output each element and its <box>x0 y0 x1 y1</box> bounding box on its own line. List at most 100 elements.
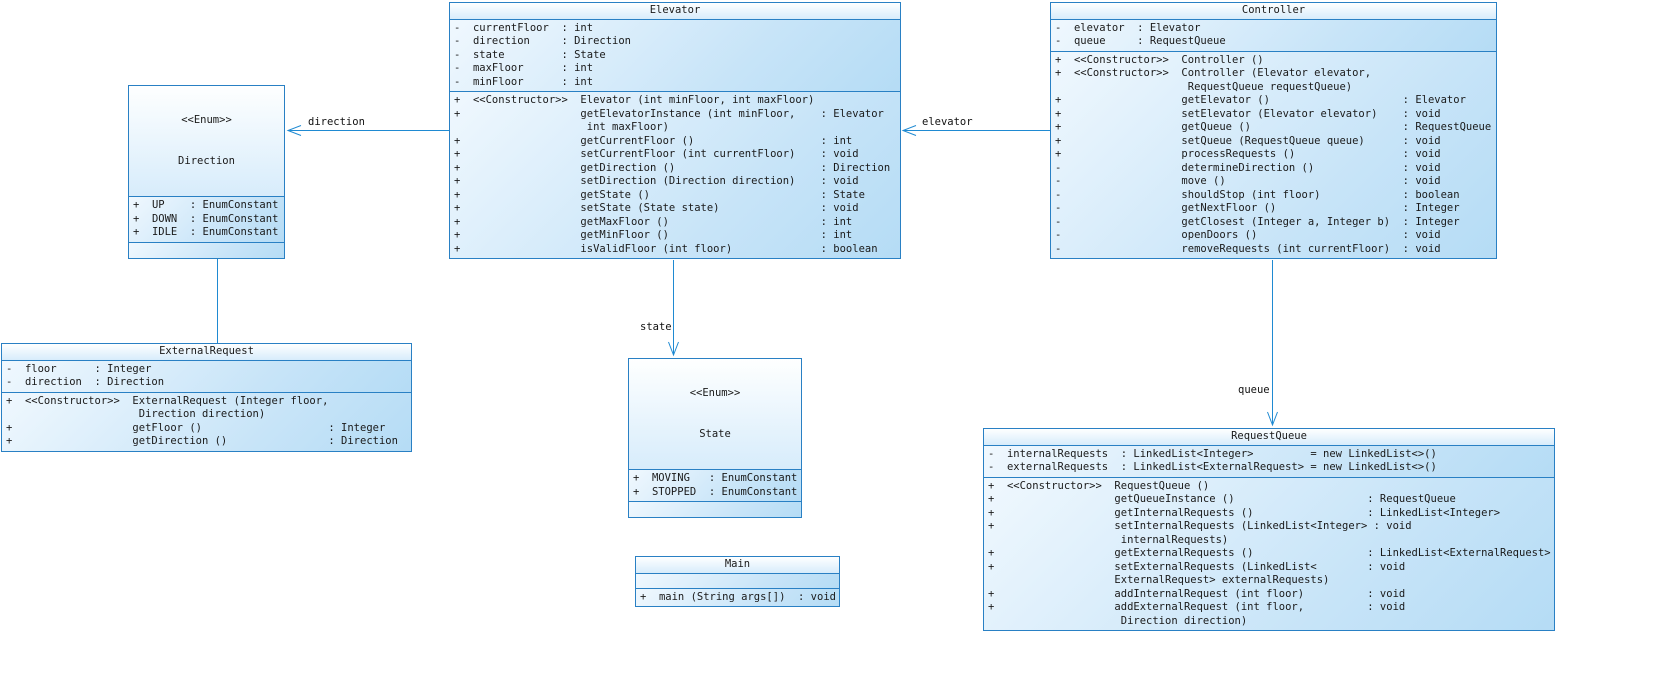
methods-section: + <<Constructor>> Elevator (int minFloor… <box>450 92 900 258</box>
member-row: - removeRequests (int currentFloor) : vo… <box>1055 242 1441 255</box>
class-title: RequestQueue <box>984 429 1554 446</box>
member-row: + getFloor () : Integer <box>6 421 386 434</box>
member-row: int maxFloor) <box>454 121 669 133</box>
open-arrowhead-left-icon <box>286 125 302 136</box>
attributes-section: + UP : EnumConstant+ DOWN : EnumConstant… <box>129 197 284 243</box>
class-title: Elevator <box>450 3 900 20</box>
methods-section: + <<Constructor>> Controller ()+ <<Const… <box>1051 51 1496 258</box>
class-title: Main <box>636 557 839 574</box>
class-title: ExternalRequest <box>2 344 411 361</box>
member-row: + <<Constructor>> RequestQueue () <box>988 479 1210 492</box>
member-row: + <<Constructor>> Controller (Elevator e… <box>1055 67 1372 79</box>
member-row: + STOPPED : EnumConstant <box>633 485 798 498</box>
member-row: + <<Constructor>> Elevator (int minFloor… <box>454 94 815 106</box>
edge-label-direction: direction <box>308 116 365 128</box>
edge-controller-requestqueue[interactable] <box>1267 260 1278 427</box>
edge-label-state: state <box>640 321 672 333</box>
member-row: + setElevator (Elevator elevator) : void <box>1055 107 1441 120</box>
class-title-block: <<Enum>> State <box>629 359 801 470</box>
member-row: - getNextFloor () : Integer <box>1055 202 1460 214</box>
open-arrowhead-down-icon <box>668 341 679 357</box>
member-row: Direction direction) <box>988 614 1248 627</box>
member-row: - determineDirection () : void <box>1055 161 1441 174</box>
member-row: - currentFloor : int <box>454 21 594 34</box>
member-row: + getElevatorInstance (int minFloor, : E… <box>454 107 884 120</box>
member-row: RequestQueue requestQueue) <box>1055 80 1353 93</box>
methods-section: + <<Constructor>> RequestQueue ()+ getQu… <box>984 477 1554 630</box>
member-row: + getElevator () : Elevator <box>1055 94 1466 106</box>
member-row: + addExternalRequest (int floor, : void <box>988 601 1406 613</box>
member-row: - queue : RequestQueue <box>1055 35 1226 47</box>
member-row: + addInternalRequest (int floor) : void <box>988 587 1406 600</box>
open-arrowhead-left-icon <box>901 125 917 136</box>
class-elevator[interactable]: Elevator - currentFloor : int- direction… <box>449 2 901 259</box>
member-row: + IDLE : EnumConstant <box>133 226 279 238</box>
edge-elevator-direction[interactable] <box>286 125 449 136</box>
class-title: Direction <box>178 154 235 167</box>
member-row: - floor : Integer <box>6 362 152 375</box>
member-row: - internalRequests : LinkedList<Integer>… <box>988 447 1437 460</box>
member-row: + getExternalRequests () : LinkedList<Ex… <box>988 547 1551 559</box>
member-row: - direction : Direction <box>454 35 632 47</box>
member-row: + setExternalRequests (LinkedList< : voi… <box>988 560 1406 573</box>
open-arrowhead-down-icon <box>1267 411 1278 427</box>
member-row: - maxFloor : int <box>454 62 594 74</box>
methods-section: + main (String args[]) : void <box>636 588 839 606</box>
member-row: + setState (State state) : void <box>454 202 859 214</box>
member-row: + getDirection () : Direction <box>6 435 398 447</box>
attributes-section <box>636 573 839 589</box>
class-direction-enum[interactable]: <<Enum>> Direction + UP : EnumConstant+ … <box>128 85 285 259</box>
member-row: - externalRequests : LinkedList<External… <box>988 461 1437 473</box>
member-row: + getQueue () : RequestQueue <box>1055 121 1492 133</box>
attributes-section: - elevator : Elevator- queue : RequestQu… <box>1051 19 1496 52</box>
class-state-enum[interactable]: <<Enum>> State + MOVING : EnumConstant+ … <box>628 358 802 518</box>
class-title-block: <<Enum>> Direction <box>129 86 284 197</box>
class-request-queue[interactable]: RequestQueue - internalRequests : Linked… <box>983 428 1555 631</box>
member-row: + setDirection (Direction direction) : v… <box>454 175 859 187</box>
class-controller[interactable]: Controller - elevator : Elevator- queue … <box>1050 2 1497 259</box>
edge-elevator-state[interactable] <box>668 260 679 357</box>
member-row: - getClosest (Integer a, Integer b) : In… <box>1055 215 1460 228</box>
member-row: + getDirection () : Direction <box>454 161 891 174</box>
member-row: + UP : EnumConstant <box>133 199 279 211</box>
member-row: + DOWN : EnumConstant <box>133 212 279 225</box>
member-row: + setInternalRequests (LinkedList<Intege… <box>988 520 1412 532</box>
member-row: + <<Constructor>> ExternalRequest (Integ… <box>6 394 329 407</box>
edge-label-elevator: elevator <box>922 116 973 128</box>
attributes-section: + MOVING : EnumConstant+ STOPPED : EnumC… <box>629 470 801 502</box>
attributes-section: - currentFloor : int- direction : Direct… <box>450 19 900 92</box>
member-row: + getMinFloor () : int <box>454 229 853 241</box>
edge-controller-elevator[interactable] <box>901 125 1050 136</box>
class-main[interactable]: Main + main (String args[]) : void <box>635 556 840 607</box>
methods-section <box>629 502 801 517</box>
methods-section <box>129 242 284 258</box>
member-row: - elevator : Elevator <box>1055 21 1201 34</box>
member-row: - move () : void <box>1055 175 1441 187</box>
class-stereotype: <<Enum>> <box>689 387 741 399</box>
class-title: Controller <box>1051 3 1496 20</box>
member-row: - state : State <box>454 48 606 61</box>
member-row: + getMaxFloor () : int <box>454 215 853 228</box>
member-row: + getInternalRequests () : LinkedList<In… <box>988 506 1501 519</box>
class-external-request[interactable]: ExternalRequest - floor : Integer- direc… <box>1 343 412 452</box>
member-row: + processRequests () : void <box>1055 148 1441 160</box>
member-row: + <<Constructor>> Controller () <box>1055 53 1264 66</box>
member-row: + getState () : State <box>454 188 865 201</box>
member-row: Direction direction) <box>6 408 266 420</box>
member-row: ExternalRequest> externalRequests) <box>988 574 1330 586</box>
member-row: + isValidFloor (int floor) : boolean <box>454 242 878 255</box>
member-row: - openDoors () : void <box>1055 229 1441 241</box>
member-row: - shouldStop (int floor) : boolean <box>1055 188 1460 201</box>
member-row: + main (String args[]) : void <box>640 590 836 603</box>
class-title: State <box>699 427 731 440</box>
class-stereotype: <<Enum>> <box>181 114 232 126</box>
member-row: + setQueue (RequestQueue queue) : void <box>1055 134 1441 147</box>
member-row: - minFloor : int <box>454 75 594 88</box>
member-row: + MOVING : EnumConstant <box>633 472 798 484</box>
member-row: + getQueueInstance () : RequestQueue <box>988 493 1456 505</box>
attributes-section: - internalRequests : LinkedList<Integer>… <box>984 445 1554 478</box>
member-row: - direction : Direction <box>6 376 165 388</box>
attributes-section: - floor : Integer- direction : Direction <box>2 360 411 393</box>
member-row: internalRequests) <box>988 533 1229 546</box>
